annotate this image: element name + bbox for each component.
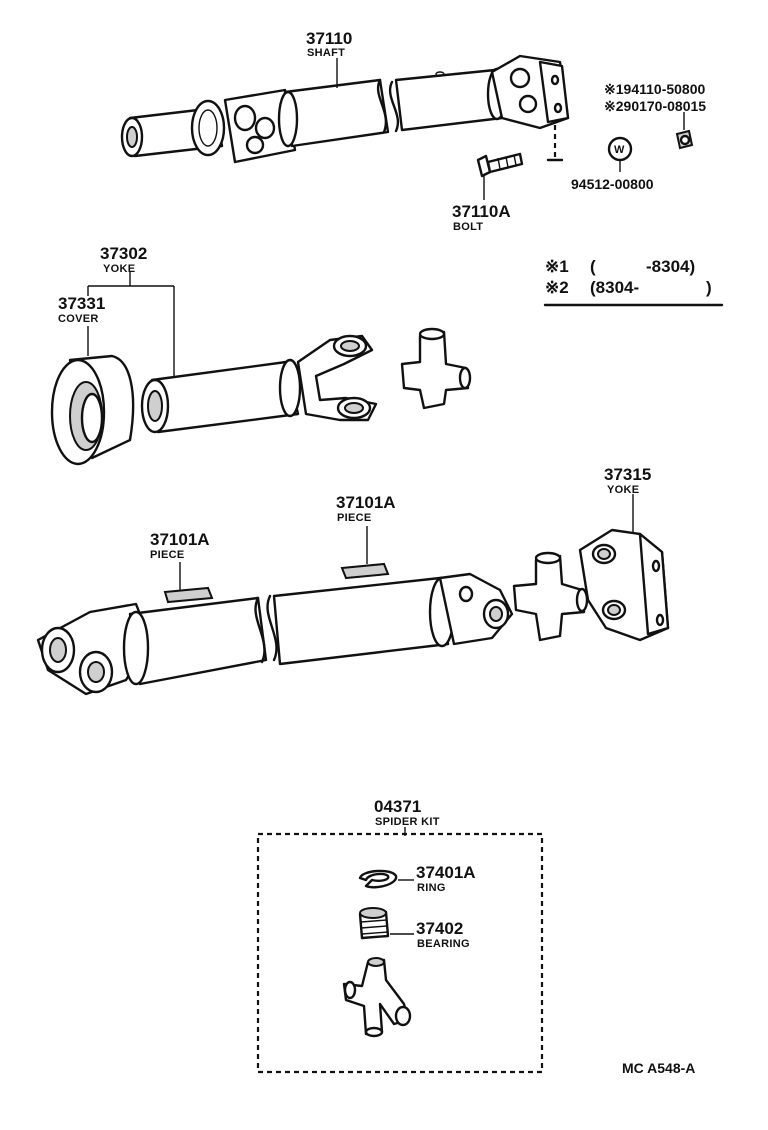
bolt-drawing xyxy=(476,152,524,178)
note-1: ※1 ( -8304) xyxy=(545,257,695,276)
yoke-rear-part-name: YOKE xyxy=(607,484,639,496)
middle-shaft-drawing xyxy=(36,572,514,696)
piece-right-part-number: 37101A xyxy=(336,493,396,512)
bolt-part-name: BOLT xyxy=(453,221,483,233)
cover-drawing xyxy=(50,354,135,466)
piece-right-drawing xyxy=(340,562,390,580)
spider-cross-rear-drawing xyxy=(512,551,589,642)
piece-left-part-number: 37101A xyxy=(150,530,210,549)
spider-drawing xyxy=(342,957,412,1038)
piece-right-part-name: PIECE xyxy=(337,512,372,524)
nut1-part-number: ※194110-50800 xyxy=(604,81,705,97)
bearing-part-number: 37402 xyxy=(416,919,463,938)
spider-cross-front-drawing xyxy=(400,327,472,410)
yoke-front-part-name: YOKE xyxy=(103,263,135,275)
yoke-rear-part-number: 37315 xyxy=(604,465,651,484)
cover-part-number: 37331 xyxy=(58,294,105,313)
spider-kit-box xyxy=(256,832,544,1074)
bearing-part-name: BEARING xyxy=(417,938,470,950)
cover-part-name: COVER xyxy=(58,313,99,325)
shaft-assembly-drawing xyxy=(120,54,570,164)
diagram-code: MC A548-A xyxy=(622,1060,695,1076)
washer-symbol: W xyxy=(614,144,625,156)
note-2: ※2 (8304- ) xyxy=(545,278,712,297)
bearing-drawing xyxy=(358,907,390,940)
bolt-part-number: 37110A xyxy=(452,202,511,221)
nut-drawing xyxy=(675,129,694,150)
nut2-part-number: ※290170-08015 xyxy=(604,98,706,114)
ring-part-number: 37401A xyxy=(416,863,476,882)
ring-part-name: RING xyxy=(417,882,446,894)
shaft-part-name: SHAFT xyxy=(307,47,345,59)
spider-kit-part-number: 04371 xyxy=(374,797,421,816)
yoke-front-drawing xyxy=(140,334,378,434)
spider-kit-part-name: SPIDER KIT xyxy=(375,816,440,828)
piece-left-drawing xyxy=(163,586,214,604)
yoke-front-part-number: 37302 xyxy=(100,244,147,263)
shaft-part-number: 37110 xyxy=(306,29,352,48)
washer-part-number: 94512-00800 xyxy=(571,176,654,192)
yoke-rear-drawing xyxy=(578,528,670,642)
piece-left-part-name: PIECE xyxy=(150,549,185,561)
ring-drawing xyxy=(358,869,398,889)
